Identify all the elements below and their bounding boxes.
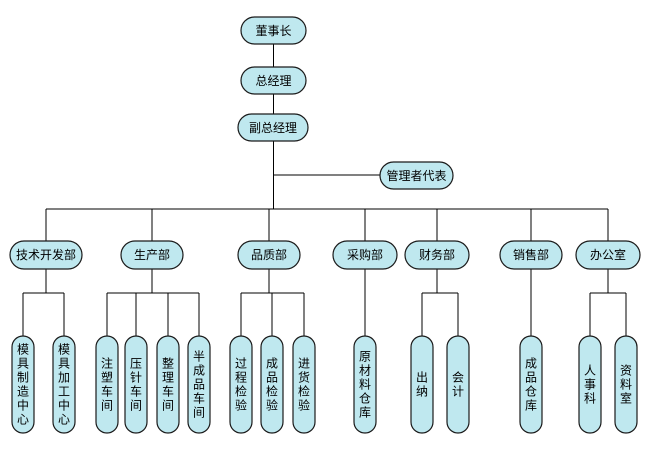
unit-label: 进货检验 [298, 357, 310, 413]
dept-sales-label: 销售部 [513, 247, 549, 262]
dept-office: 办公室 [575, 240, 641, 270]
unit-label: 过程检验 [235, 357, 247, 413]
dept-production: 生产部 [120, 240, 184, 270]
unit-node: 出纳 [410, 335, 434, 434]
dept-sales: 销售部 [499, 240, 563, 270]
unit-node: 会计 [446, 335, 470, 434]
unit-node: 半成品车间 [187, 335, 211, 434]
dept-tech: 技术开发部 [9, 240, 83, 270]
node-general-manager-label: 总经理 [255, 74, 291, 88]
unit-label: 模具制造中心 [17, 343, 29, 427]
unit-node: 压针车间 [124, 335, 148, 434]
node-general-manager: 总经理 [240, 66, 307, 95]
unit-label: 会计 [452, 371, 464, 399]
unit-label: 成品检验 [266, 357, 278, 413]
node-management-representative-label: 管理者代表 [386, 168, 446, 183]
node-chairman-label: 董事长 [255, 24, 291, 38]
unit-node: 整理车间 [156, 335, 180, 434]
dept-finance-label: 财务部 [419, 247, 455, 262]
unit-label: 资料室 [620, 364, 632, 406]
dept-purchasing-label: 采购部 [347, 247, 383, 262]
dept-production-label: 生产部 [134, 247, 170, 262]
unit-node: 模具加工中心 [52, 335, 76, 434]
unit-node: 人事科 [578, 335, 602, 434]
unit-label: 整理车间 [162, 356, 174, 413]
node-vice-general-manager-label: 副总经理 [249, 121, 297, 135]
unit-node: 成品仓库 [519, 335, 543, 434]
unit-node: 进货检验 [292, 335, 316, 434]
dept-purchasing: 采购部 [332, 240, 398, 270]
dept-tech-label: 技术开发部 [16, 247, 76, 262]
dept-finance: 财务部 [404, 240, 470, 270]
node-vice-general-manager: 副总经理 [237, 113, 309, 142]
unit-label: 人事科 [584, 364, 596, 406]
unit-label: 压针车间 [130, 357, 142, 413]
unit-node: 原材料仓库 [353, 335, 377, 434]
unit-node: 成品检验 [260, 335, 284, 434]
unit-label: 原材料仓库 [359, 350, 371, 420]
unit-label: 模具加工中心 [58, 343, 70, 427]
unit-node: 注塑车间 [95, 335, 119, 434]
unit-node: 资料室 [614, 335, 638, 434]
dept-quality: 品质部 [237, 240, 301, 270]
node-chairman: 董事长 [240, 16, 307, 45]
unit-node: 模具制造中心 [11, 335, 35, 434]
unit-label: 半成品车间 [193, 350, 205, 420]
node-management-representative: 管理者代表 [379, 161, 454, 190]
unit-label: 注塑车间 [101, 356, 113, 413]
unit-label: 成品仓库 [525, 357, 537, 413]
unit-node: 过程检验 [229, 335, 253, 434]
unit-label: 出纳 [416, 371, 428, 399]
dept-quality-label: 品质部 [251, 247, 287, 262]
dept-office-label: 办公室 [590, 247, 626, 262]
